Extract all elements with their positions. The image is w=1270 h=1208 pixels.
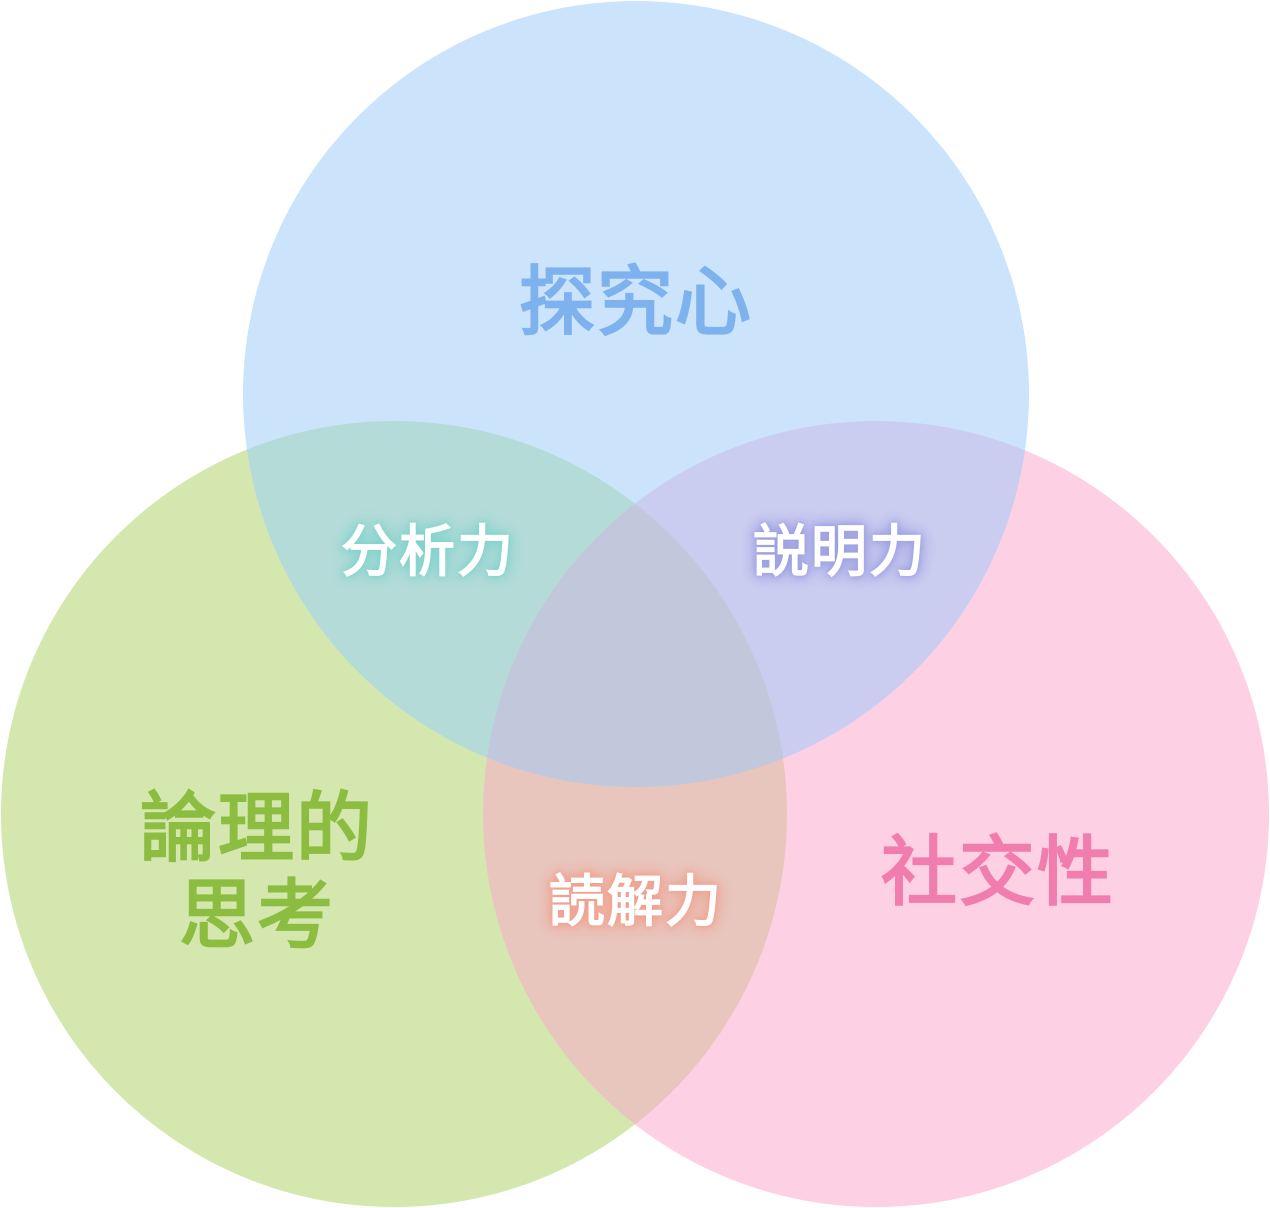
label-analysis-text: 分析力: [341, 518, 515, 585]
label-logical-thinking: 論理的 思考: [140, 783, 374, 960]
label-logic-line-2: 思考: [179, 871, 335, 960]
label-sociability: 社交性: [881, 827, 1115, 917]
label-reading-text: 読解力: [549, 868, 723, 935]
label-social-text: 社交性: [881, 827, 1115, 917]
label-analysis: 分析力: [341, 518, 515, 585]
label-curiosity-text: 探究心: [519, 257, 753, 347]
intersection-center: [483, 421, 787, 787]
label-curiosity: 探究心: [519, 257, 753, 347]
label-explain-text: 説明力: [753, 518, 927, 585]
label-explanation: 説明力: [753, 518, 927, 585]
label-reading: 読解力: [549, 868, 723, 935]
label-logic-line-1: 論理的: [140, 783, 374, 873]
